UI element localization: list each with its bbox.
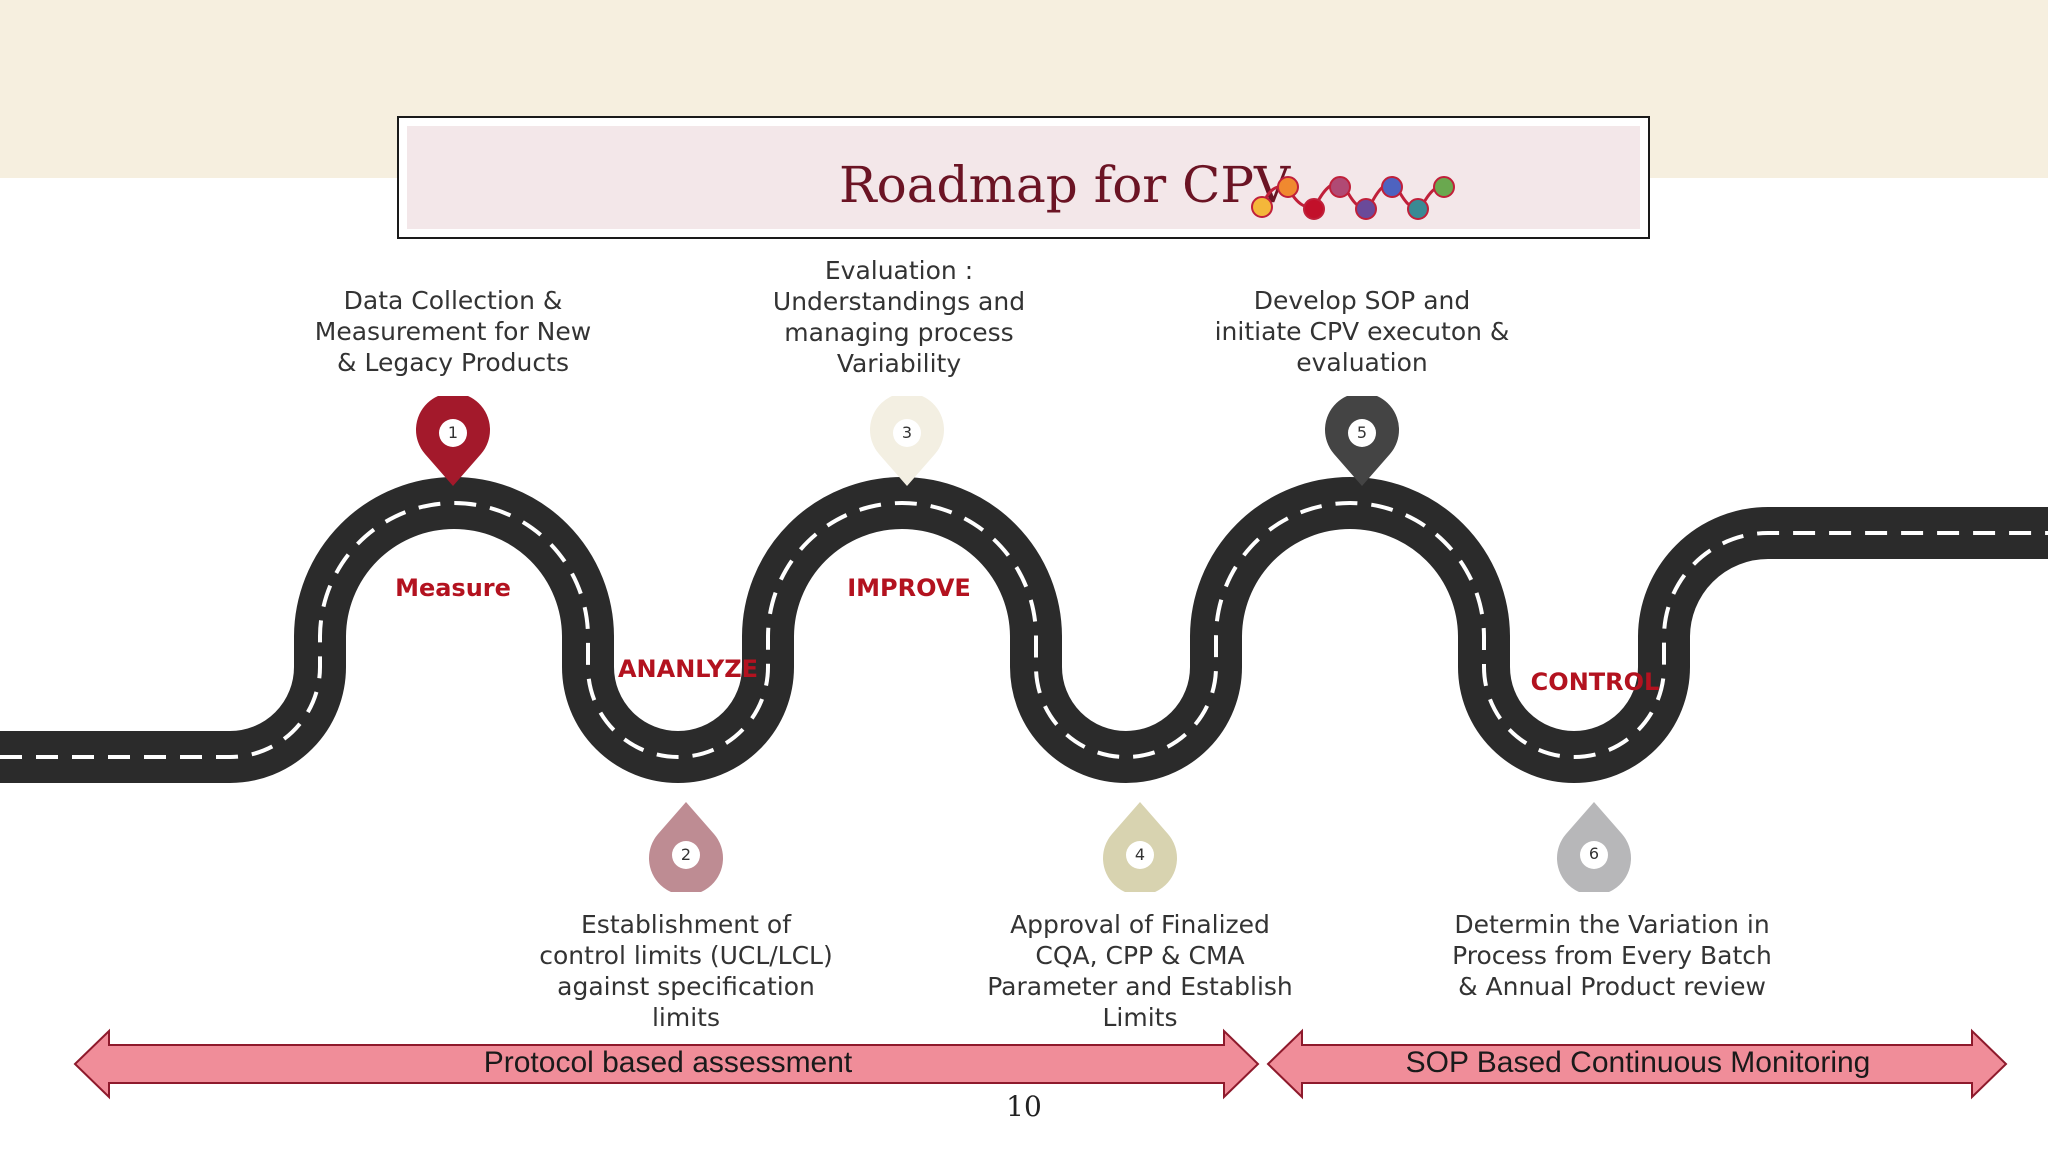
phase-left-label: Protocol based assessment [483, 1046, 853, 1079]
step-2-text: Establishment of control limits (UCL/LCL… [539, 910, 833, 1032]
step-5-pin [1325, 396, 1399, 486]
step-4-pin [1103, 802, 1177, 892]
step-1-text: Data Collection & Measurement for New & … [314, 286, 592, 377]
road-dashes [0, 501, 2048, 759]
step-4-text: Approval of Finalized CQA, CPP & CMA Par… [987, 910, 1293, 1032]
step-6-number: 6 [1588, 844, 1600, 863]
phase-right-label: SOP Based Continuous Monitoring [1405, 1046, 1871, 1079]
step-6-text: Determin the Variation in Process from E… [1452, 910, 1772, 1001]
stage-analyze: ANANLYZE [617, 655, 759, 683]
stage-improve: IMPROVE [847, 574, 971, 602]
stage-measure: Measure [395, 574, 511, 602]
step-3-text: Evaluation : Understandings and managing… [772, 256, 1026, 378]
phase-arrow-right [1266, 1028, 2008, 1100]
title-box: Roadmap for CPV [397, 116, 1650, 239]
roadmap-dots-icon [1251, 176, 1455, 220]
step-2-pin [649, 802, 723, 892]
step-6-pin [1557, 802, 1631, 892]
step-5-text: Develop SOP and initiate CPV executon & … [1214, 286, 1510, 377]
phase-arrow-left [73, 1028, 1260, 1100]
title-inner: Roadmap for CPV [407, 126, 1640, 229]
step-3-pin [870, 396, 944, 486]
step-5-number: 5 [1356, 423, 1368, 442]
step-1-number: 1 [447, 423, 459, 442]
page-number: 10 [1006, 1090, 1042, 1123]
road-surface [0, 477, 2048, 783]
step-2-number: 2 [680, 845, 692, 864]
page-title: Roadmap for CPV [839, 156, 1291, 214]
step-3-number: 3 [901, 423, 913, 442]
step-1-pin [416, 396, 490, 486]
step-4-number: 4 [1134, 845, 1146, 864]
stage-control: CONTROL [1530, 668, 1660, 696]
